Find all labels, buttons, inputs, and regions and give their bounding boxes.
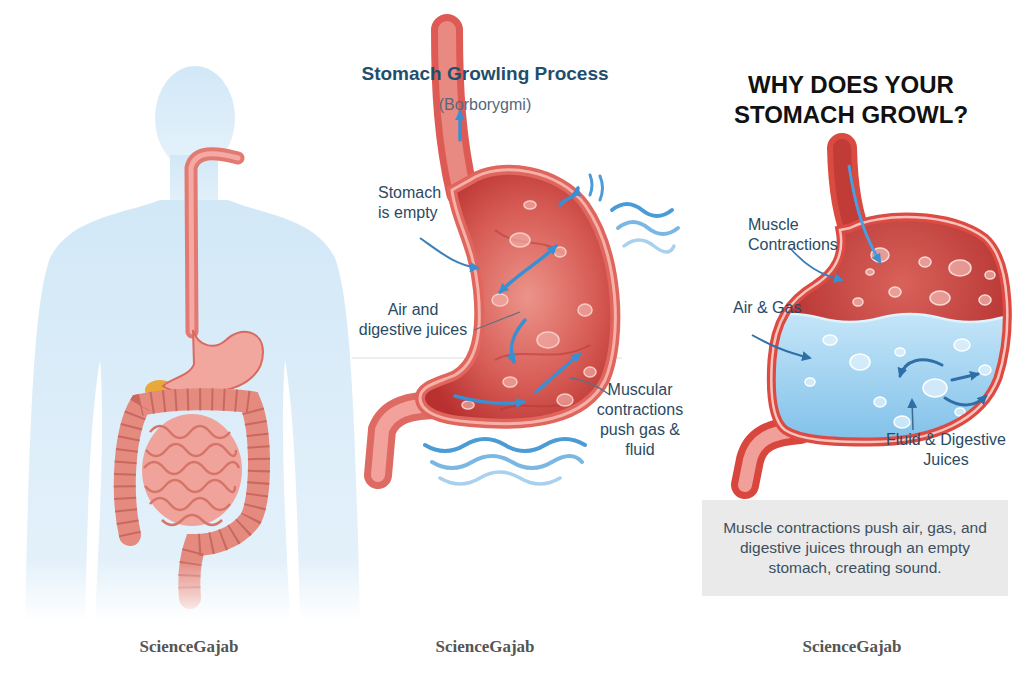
stomach-folds [495, 230, 590, 410]
bubble [850, 354, 870, 370]
caption-box: Muscle contractions push air, gas, and d… [702, 500, 1008, 596]
intestine-loop [144, 462, 239, 474]
flow-arrow [536, 354, 580, 392]
small-intestine-loops [144, 426, 239, 525]
bubble [866, 269, 874, 275]
bubble [979, 365, 991, 375]
flow-arrow [458, 112, 462, 140]
leader-line [570, 378, 610, 395]
sound-wave [440, 472, 560, 484]
body-fade [0, 560, 390, 622]
stomach-fluid [760, 314, 1024, 470]
stomach-small [163, 330, 263, 393]
sound-wave [624, 240, 674, 252]
bubble [578, 304, 592, 316]
bubbles [462, 201, 596, 409]
caption-text: Muscle contractions push air, gas, and d… [716, 518, 994, 578]
watermark: ScienceGajab [405, 636, 565, 657]
bubble [985, 271, 995, 279]
bubble [853, 298, 863, 306]
sound-wave [590, 175, 592, 195]
callout-label: Muscle Contractions [748, 215, 843, 255]
fluid-arrows [900, 360, 986, 405]
flow-arrow [900, 360, 942, 376]
intestine-loop [162, 515, 222, 525]
bubble [979, 295, 991, 305]
bubble [949, 260, 971, 276]
bubble [874, 397, 886, 407]
sound-wave [432, 456, 582, 468]
gas-bubbles [853, 248, 995, 306]
bubble [919, 257, 931, 267]
leader-arrow [912, 400, 913, 430]
sound-wave [425, 439, 585, 451]
stomach-rim [420, 170, 615, 424]
stomach-fluid-illustration [745, 148, 1024, 485]
bubble [954, 339, 970, 351]
callout-label: Fluid & Digestive Juices [885, 430, 1007, 470]
bubble [503, 377, 517, 387]
callout-label: Air and digestive juices [355, 300, 471, 340]
bubble [492, 294, 508, 306]
callout-label: Muscular contractions push gas & fluid [585, 380, 695, 460]
bubble [462, 401, 474, 409]
callout-label: Stomach is empty [378, 183, 450, 223]
bubble [895, 348, 905, 356]
bubble [823, 335, 837, 345]
leader-line [474, 312, 520, 330]
small-intestine [142, 414, 242, 526]
bubble [537, 332, 559, 348]
bubble [557, 394, 573, 406]
intestine-loop [150, 498, 230, 510]
panel-title: WHY DOES YOUR STOMACH GROWL? [720, 70, 982, 130]
intestine-loop [145, 480, 235, 492]
callout-label: Air & Gas [733, 298, 833, 318]
watermark: ScienceGajab [772, 636, 932, 657]
intestine-loop [146, 444, 236, 456]
flow-arrow [511, 320, 525, 362]
bubble [510, 233, 530, 247]
bubble [584, 367, 596, 377]
stomach [420, 170, 615, 424]
bubble [930, 291, 950, 305]
bubble [805, 378, 815, 386]
flow-arrow [500, 246, 556, 292]
body-illustration [0, 66, 390, 622]
bubble [894, 416, 910, 428]
watermark: ScienceGajab [109, 636, 269, 657]
bubble [524, 201, 536, 209]
sound-wave [618, 222, 678, 234]
esophagus-inner [191, 154, 238, 332]
stomach-fluid-group [760, 314, 1024, 470]
bubble [923, 379, 947, 397]
sound-wave [612, 204, 672, 216]
flow-arrow [945, 396, 986, 405]
flow-arrow [849, 165, 880, 262]
leader-arrow [752, 335, 810, 358]
esophagus [191, 154, 238, 332]
leader-arrow [420, 238, 478, 268]
fluid-bubbles [805, 335, 991, 428]
flow-arrow [455, 396, 524, 403]
intestine-loop [150, 426, 230, 438]
flow-arrow [560, 188, 578, 205]
panel-title: Stomach Growling Process [355, 62, 615, 86]
panel-subtitle: (Borborygmi) [405, 95, 565, 115]
flow-arrows [455, 112, 580, 403]
sound-wave [600, 176, 603, 200]
flow-arrow [952, 374, 978, 380]
bubble [889, 287, 901, 297]
